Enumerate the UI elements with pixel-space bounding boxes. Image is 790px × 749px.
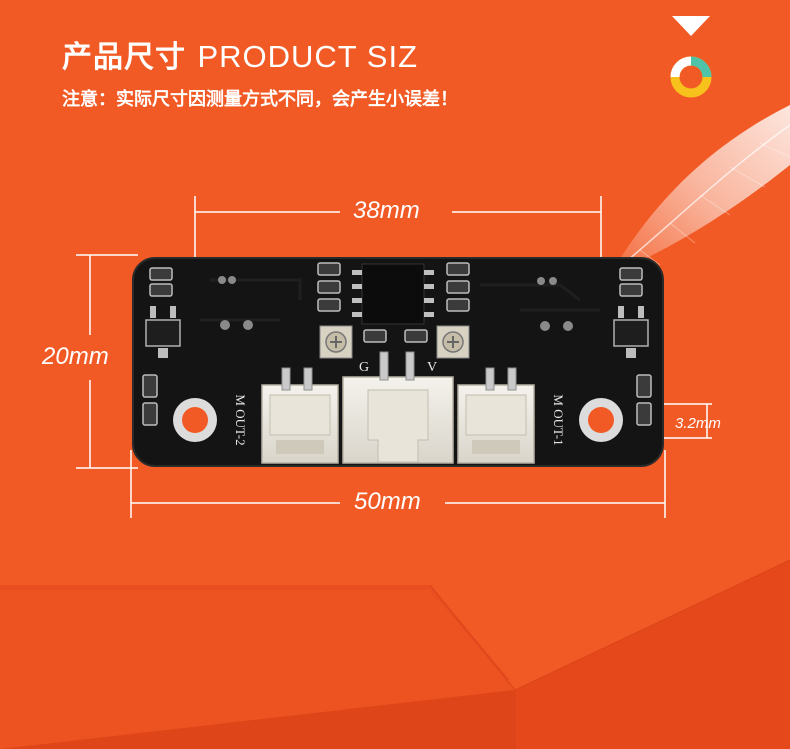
pcb-label-out-1: M OUT-1 [551, 394, 566, 446]
dimension-board-height: 20mm [42, 343, 109, 370]
pcb-label-g: G [359, 360, 370, 375]
dimension-hole-diameter: 3.2mm [675, 415, 721, 432]
dimension-board-width: 50mm [354, 488, 421, 515]
measurement-note: 注意：实际尺寸因测量方式不同，会产生小误差！ [62, 89, 458, 110]
dimension-hole-spacing: 38mm [353, 197, 420, 224]
pcb-label-v: V [427, 360, 438, 375]
title-en: PRODUCT SIZ [197, 39, 419, 74]
title-cn: 产品尺寸 [62, 40, 186, 75]
down-triangle-icon [672, 16, 710, 36]
ring-logo-icon [670, 56, 712, 98]
pcb-label-out-2: M OUT-2 [233, 394, 248, 446]
page-title: 产品尺寸 PRODUCT SIZ [62, 32, 418, 76]
